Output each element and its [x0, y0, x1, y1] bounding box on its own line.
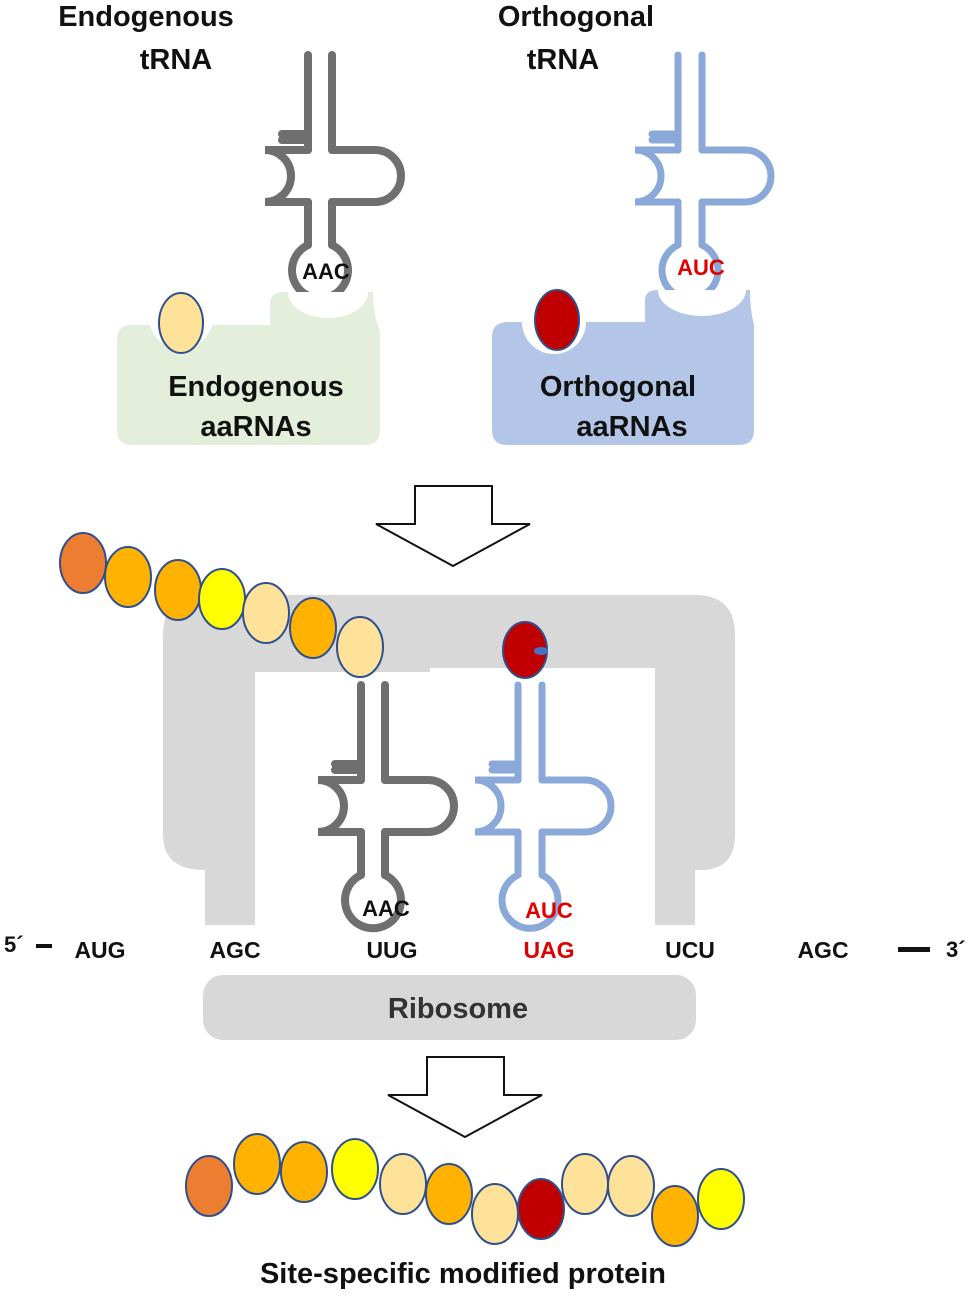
protein-bead: [697, 1168, 745, 1230]
protein-bead: [233, 1133, 281, 1195]
chain-bead: [198, 568, 246, 630]
endogenous-enzyme: [117, 292, 380, 445]
ribosome-label: Ribosome: [388, 993, 528, 1025]
down-arrow-2-icon: [387, 1056, 543, 1139]
orthogonal-trna-title: Orthogonal: [498, 1, 654, 33]
ribosome-lower: [203, 975, 696, 1040]
mrna-codons: AUG AGC UUG UAG UCU AGC: [74, 937, 848, 963]
ribosome-anticodon-endogenous: AAC: [362, 896, 410, 921]
endogenous-trna-title-2: tRNA: [140, 44, 213, 76]
endogenous-enzyme-label-2: aaRNAs: [200, 411, 311, 443]
protein-bead: [185, 1155, 233, 1217]
anticodon-orthogonal: AUC: [677, 255, 725, 280]
endogenous-amino-acid: [158, 292, 204, 354]
five-prime-tick: [36, 944, 52, 948]
protein-bead: [651, 1185, 699, 1247]
anticodon-endogenous: AAC: [302, 259, 350, 284]
down-arrow-icon: [375, 485, 531, 568]
modified-protein-chain: [185, 1133, 745, 1247]
chain-bead: [154, 559, 202, 621]
unnatural-amino-acid: [534, 289, 580, 351]
ribosome-upper: [163, 595, 735, 925]
chain-bead: [104, 546, 152, 608]
orthogonal-enzyme: [492, 290, 754, 445]
orthogonal-trna-title-2: tRNA: [527, 44, 600, 76]
three-prime-tick: [898, 947, 930, 952]
mrna-codon: UUG: [366, 937, 417, 963]
growing-peptide-chain: [59, 532, 384, 678]
linkage-dot: [534, 647, 548, 655]
mrna-codon: AGC: [209, 937, 260, 963]
protein-bead: [280, 1141, 328, 1203]
chain-bead: [59, 532, 107, 594]
protein-bead: [561, 1153, 609, 1215]
orthogonal-enzyme-label: Orthogonal: [540, 371, 696, 403]
endogenous-trna-in-ribosome-icon: [318, 685, 454, 928]
mrna-codon: AUG: [74, 937, 125, 963]
five-prime-label: 5´: [4, 932, 24, 957]
protein-bead: [607, 1155, 655, 1217]
mrna-codon: AGC: [797, 937, 848, 963]
chain-bead: [336, 616, 384, 678]
three-prime-label: 3´: [946, 937, 966, 962]
product-label: Site-specific modified protein: [260, 1258, 666, 1290]
endogenous-trna-title: Endogenous: [58, 1, 234, 33]
protein-bead: [425, 1163, 473, 1225]
protein-bead: [517, 1178, 565, 1240]
endogenous-enzyme-label: Endogenous: [168, 371, 344, 403]
chain-bead: [242, 582, 290, 644]
chain-bead: [289, 597, 337, 659]
protein-bead: [471, 1183, 519, 1245]
protein-bead: [379, 1153, 427, 1215]
ribosome-anticodon-orthogonal: AUC: [525, 898, 573, 923]
protein-bead: [331, 1138, 379, 1200]
mrna-codon: UAG: [523, 937, 574, 963]
orthogonal-trna-in-ribosome-icon: [475, 685, 611, 928]
orthogonal-enzyme-label-2: aaRNAs: [576, 411, 687, 443]
mrna-codon: UCU: [665, 937, 715, 963]
